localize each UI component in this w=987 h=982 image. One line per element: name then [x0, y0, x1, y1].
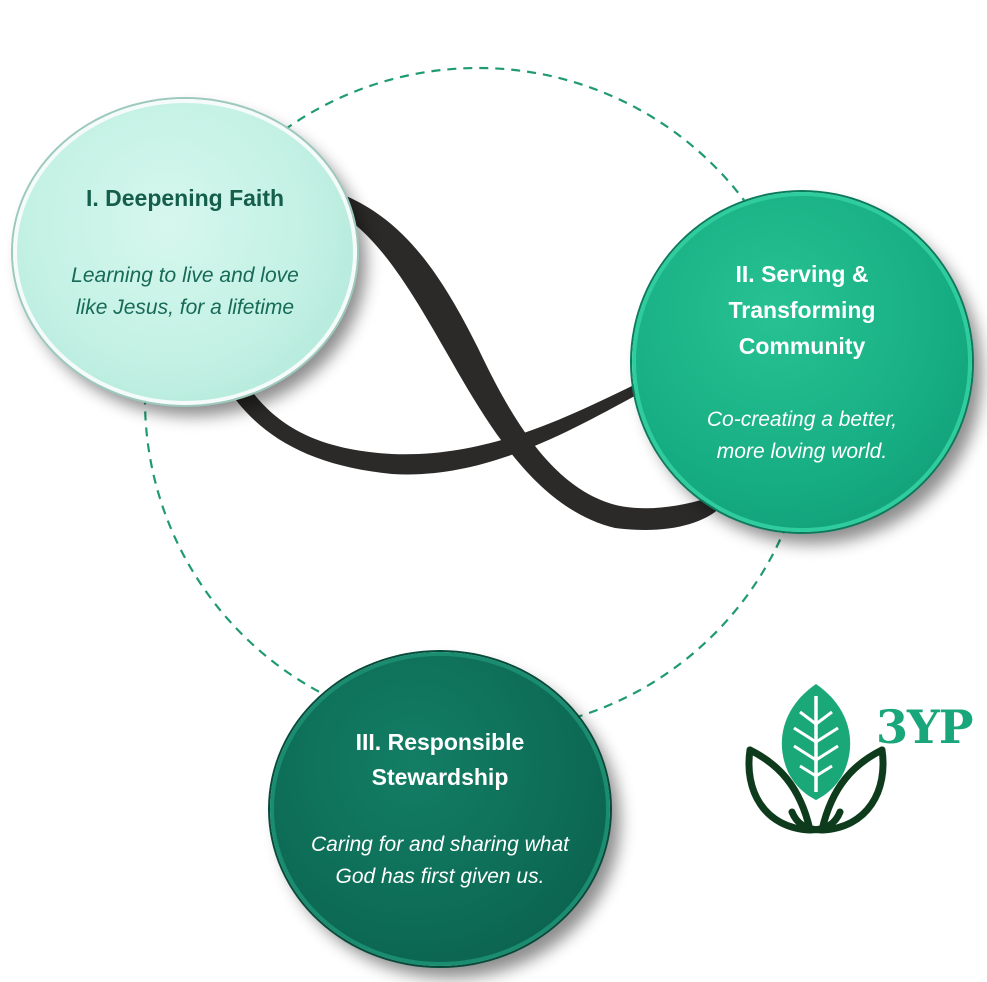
ribbon-strand-upper	[330, 196, 720, 530]
pillar-description: Learning to live and love like Jesus, fo…	[71, 263, 299, 319]
pillar-title: II. Serving & Transforming Community	[728, 261, 876, 359]
pillar-responsible-stewardship: III. Responsible Stewardship Caring for …	[270, 652, 610, 966]
pillar-title: III. Responsible Stewardship	[355, 729, 525, 790]
pillar-description: Co-creating a better, more loving world.	[706, 408, 898, 463]
pillar-description: Caring for and sharing what God has firs…	[311, 833, 569, 888]
logo-wordmark: 3YP	[876, 700, 973, 754]
hands-leaves-icon	[745, 746, 887, 834]
infinity-ribbon	[230, 196, 720, 530]
pillar-serving-community: II. Serving & Transforming Community Co-…	[632, 192, 972, 532]
pillar-deepening-faith: I. Deepening Faith Learning to live and …	[13, 99, 357, 405]
ribbon-strand-lower	[230, 384, 642, 475]
leaf-sprout-icon	[745, 684, 887, 834]
pillar-title: I. Deepening Faith	[85, 184, 285, 211]
leaf-icon	[781, 684, 851, 800]
